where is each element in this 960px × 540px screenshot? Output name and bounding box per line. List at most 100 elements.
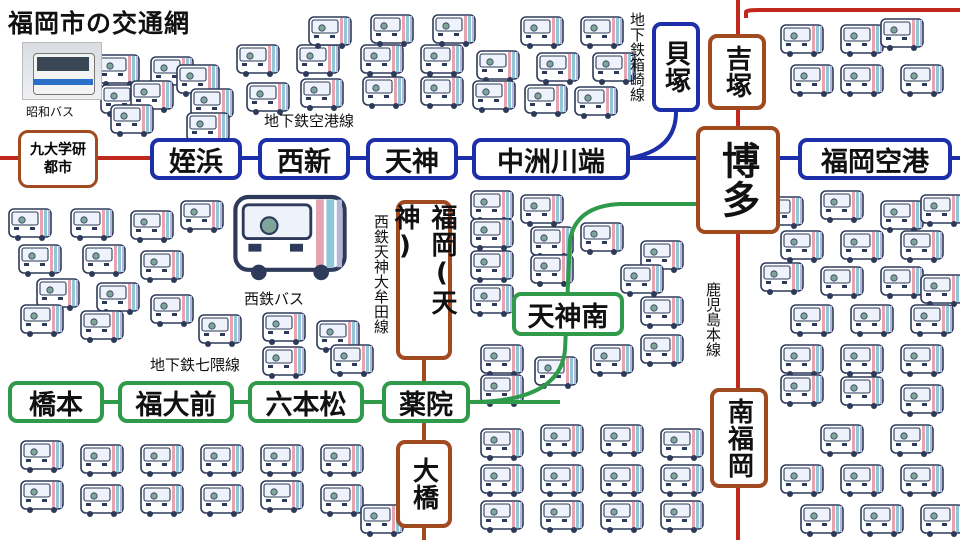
bus-icon [900,344,944,378]
bus-icon [900,464,944,498]
bus-icon [140,444,184,478]
label-kuko-line: 地下鉄空港線 [264,112,355,130]
bus-icon [540,424,584,458]
bus-icon [370,14,414,48]
bus-icon [480,428,524,462]
bus-icon [480,500,524,534]
station-fukudaimae[interactable]: 福大前 [118,381,234,423]
station-ropponmatsu[interactable]: 六本松 [248,381,364,423]
bus-icon [260,480,304,514]
bus-icon [860,504,904,538]
bus-icon [900,230,944,264]
bus-icon [200,444,244,478]
bus-icon [18,244,62,278]
bus-icon [470,250,514,284]
bus-icon [198,314,242,348]
bus-icon [362,76,406,110]
station-fukuoka-airport[interactable]: 福岡空港 [798,138,952,180]
label-hakozaki-line: 地下鉄箱崎線 [628,12,646,102]
bus-icon [180,200,224,234]
nishitetsu-bus-illustration [224,184,356,288]
bus-icon [470,190,514,224]
bus-icon [262,346,306,380]
bus-icon [600,500,644,534]
bus-icon [880,266,924,300]
bus-icon [760,262,804,296]
bus-icon [820,190,864,224]
bus-icon [840,344,884,378]
bus-icon [660,428,704,462]
bus-icon [900,384,944,418]
bus-icon [890,424,934,458]
bus-icon [540,500,584,534]
station-kyudai[interactable]: 九大学研都市 [18,130,98,188]
bus-icon [520,16,564,50]
bus-icon [472,80,516,114]
jr-east-line [744,8,960,18]
bus-icon [800,504,844,538]
station-nishijin[interactable]: 西新 [258,138,350,180]
station-meinohama[interactable]: 姪浜 [150,138,242,180]
bus-icon [524,84,568,118]
bus-icon [780,374,824,408]
bus-icon [200,484,244,518]
bus-icon [330,344,374,378]
showa-bus-photo [22,42,102,100]
bus-icon [840,376,884,410]
bus-icon [580,16,624,50]
station-hashimoto[interactable]: 橋本 [8,381,104,423]
bus-icon [620,264,664,298]
bus-icon [530,226,574,260]
bus-icon [820,424,864,458]
label-kagoshima-line: 鹿児島本線 [704,282,722,357]
bus-icon [780,230,824,264]
bus-icon [432,14,476,48]
bus-icon [900,64,944,98]
bus-icon [910,304,954,338]
bus-icon [880,18,924,52]
bus-icon [780,344,824,378]
bus-icon [140,250,184,284]
bus-icon-field [8,14,960,538]
bus-icon [600,464,644,498]
station-kaizuka[interactable]: 貝塚 [652,22,700,112]
bus-icon [20,304,64,338]
bus-icon [80,484,124,518]
station-hakata[interactable]: 博多 [696,126,780,234]
station-minami-fukuoka[interactable]: 南福岡 [710,388,768,488]
bus-icon [520,194,564,228]
bus-icon [300,78,344,112]
page-title: 福岡市の交通網 [8,9,191,38]
bus-icon [110,104,154,138]
bus-icon [840,230,884,264]
bus-icon [850,304,894,338]
station-nakasu-kawabata[interactable]: 中洲川端 [472,138,630,180]
bus-icon [820,266,864,300]
bus-icon [320,444,364,478]
bus-icon [470,218,514,252]
station-yakuin[interactable]: 薬院 [382,381,470,423]
bus-icon [790,304,834,338]
station-tenjin[interactable]: 天神 [366,138,458,180]
station-fukuoka-tenjin[interactable]: 福岡(天神) [390,200,457,360]
bus-icon [660,464,704,498]
label-nanakuma-line: 地下鉄七隈線 [150,356,241,374]
bus-icon [420,44,464,78]
bus-icon [82,244,126,278]
bus-icon [660,500,704,534]
bus-icon [20,440,64,474]
bus-icon [470,284,514,318]
bus-icon [920,194,960,228]
bus-icon [80,444,124,478]
bus-icon [640,296,684,330]
station-tenjinminami[interactable]: 天神南 [512,292,624,336]
bus-icon [20,480,64,514]
station-label: 九大学研都市 [30,142,86,176]
station-yoshizuka[interactable]: 吉塚 [708,34,766,110]
station-ohashi[interactable]: 大橋 [396,440,452,528]
photo-caption: 昭和バス [26,105,75,119]
bus-icon [780,24,824,58]
bus-icon [80,310,124,344]
